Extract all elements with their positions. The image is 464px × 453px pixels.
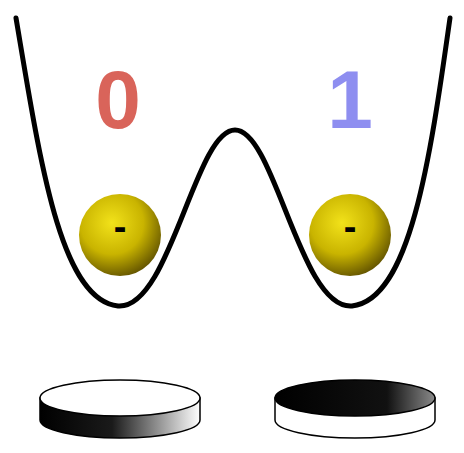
state-label: 0 <box>95 59 141 141</box>
state-label: 1 <box>327 59 373 141</box>
black-top-disk <box>275 380 435 438</box>
electron-ball: - <box>78 193 162 277</box>
charge-sign: - <box>344 208 357 246</box>
electron-ball: - <box>308 193 392 277</box>
charge-sign: - <box>114 208 127 246</box>
ball-shape <box>309 194 391 276</box>
white-top-disk <box>40 380 200 438</box>
ball-shape <box>79 194 161 276</box>
potential-curve <box>16 18 450 306</box>
